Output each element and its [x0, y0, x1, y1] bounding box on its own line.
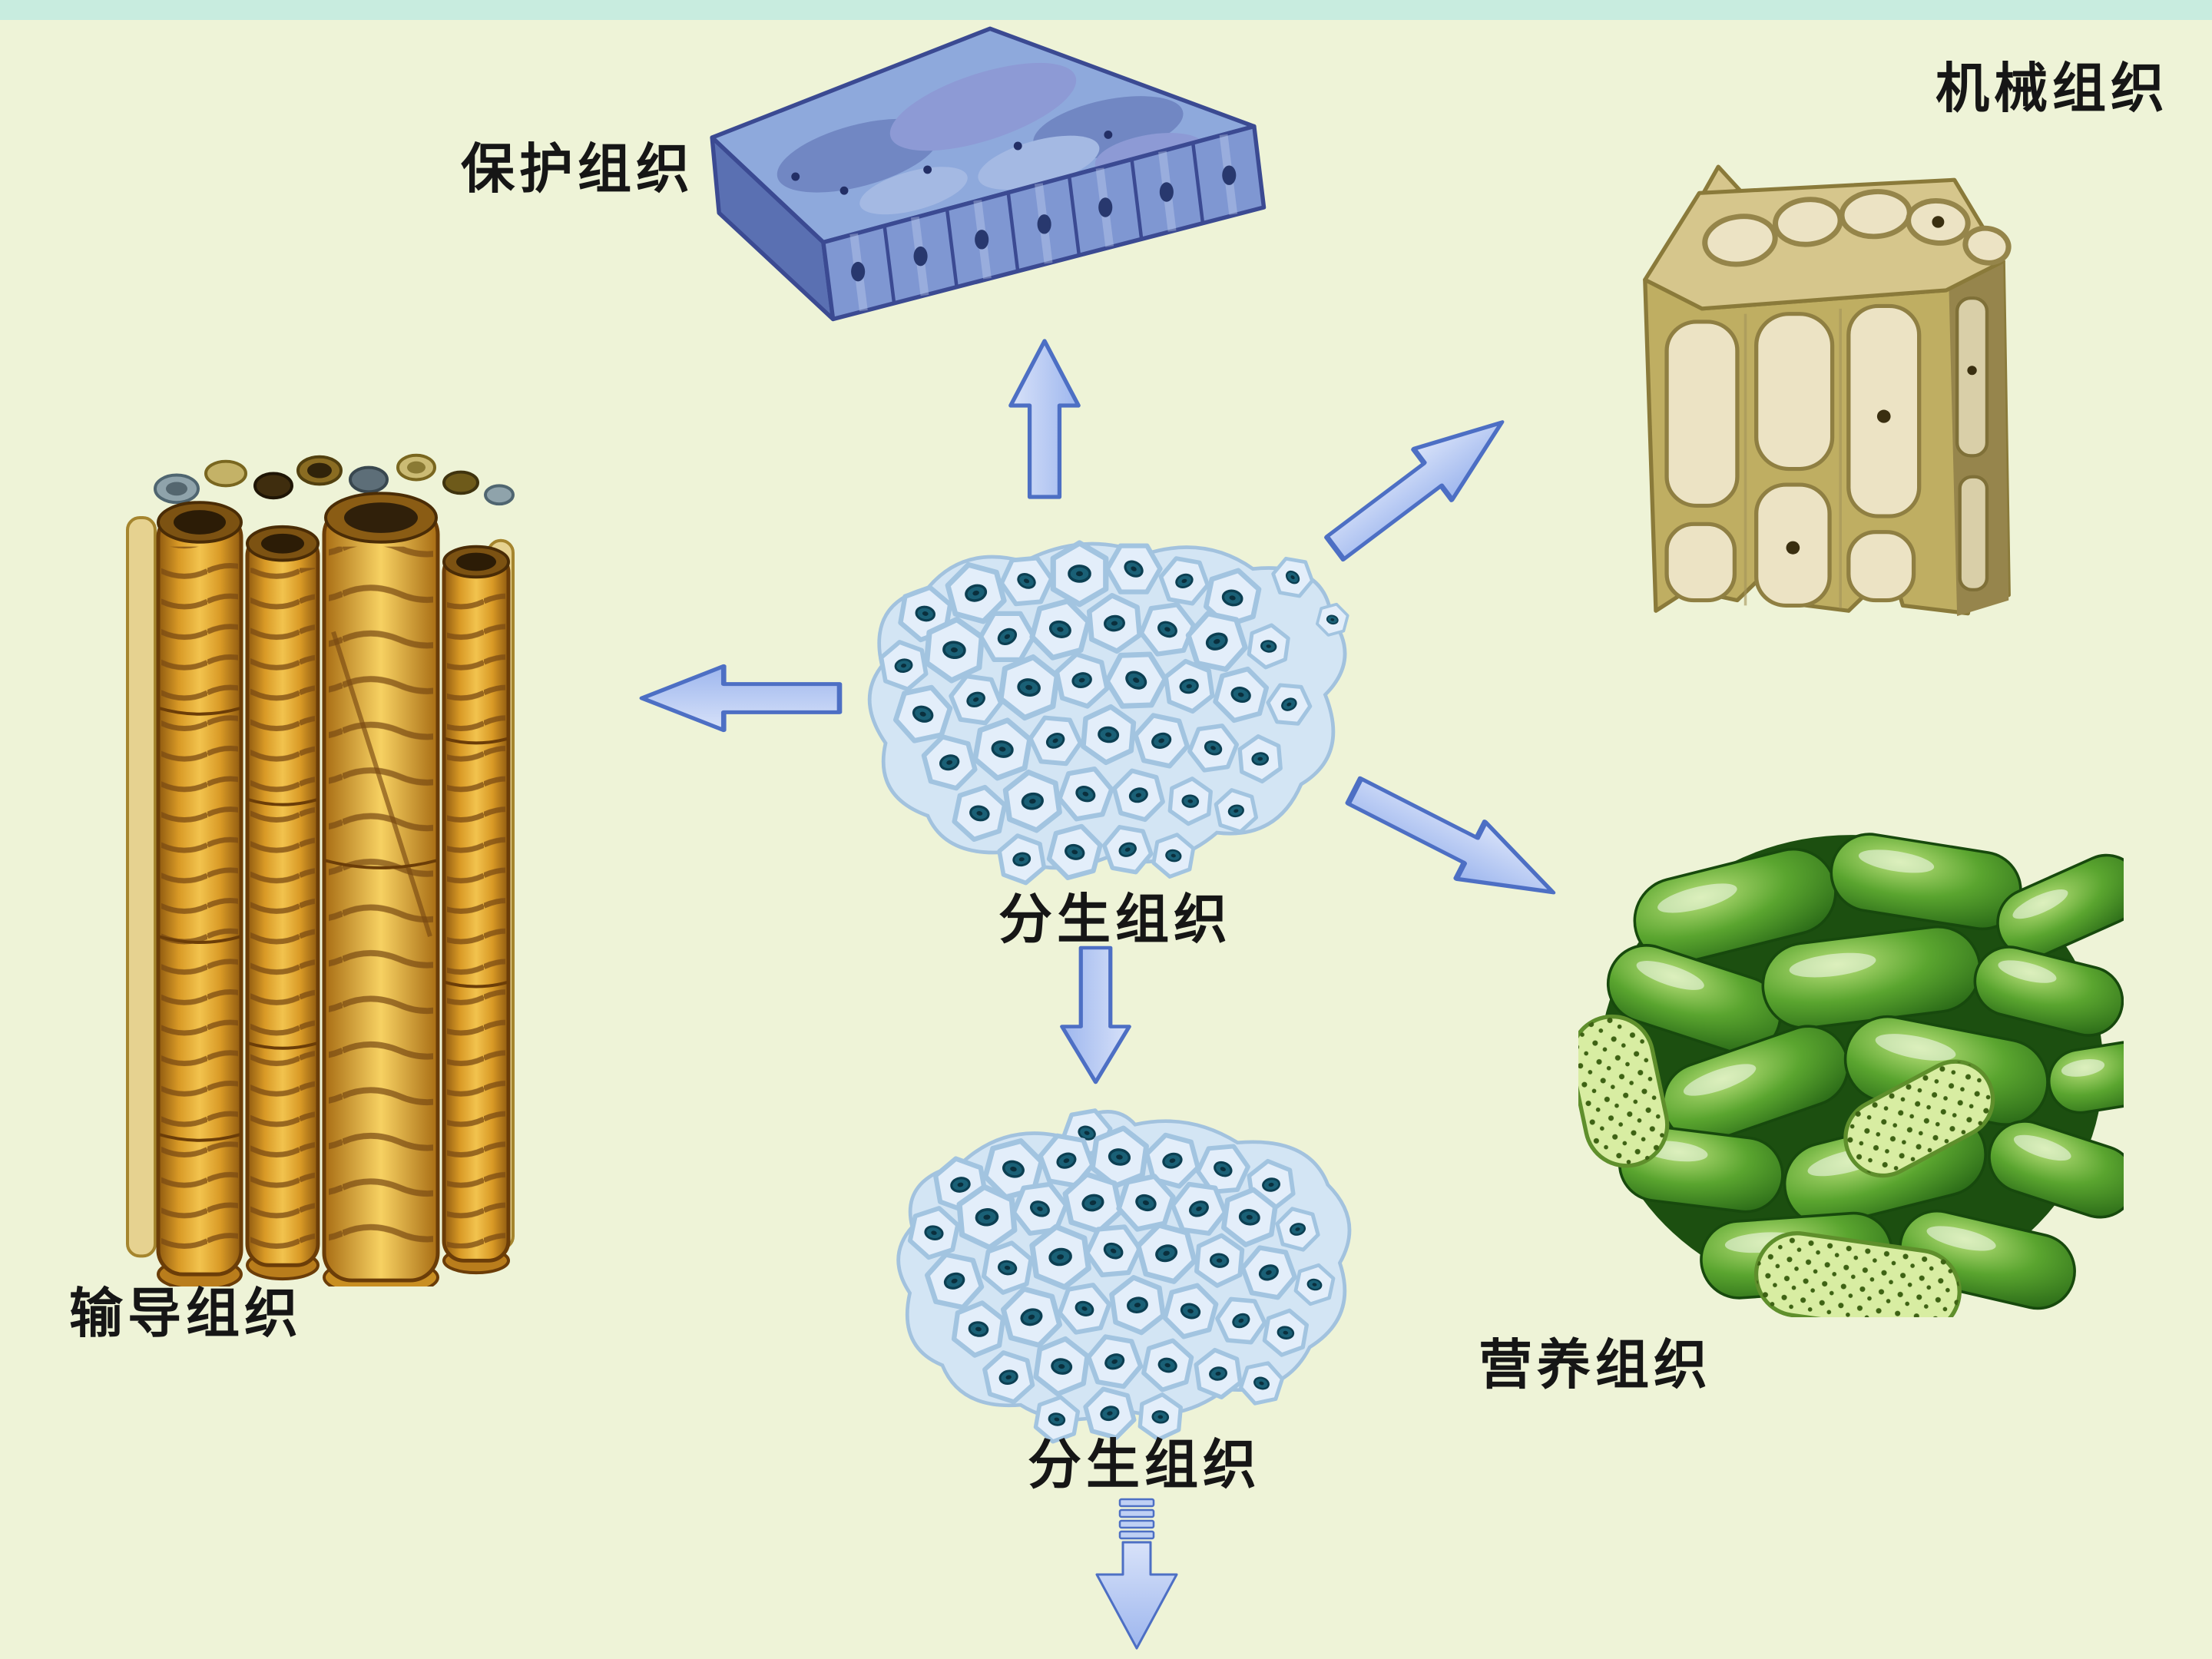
meristem-bottom-label: 分生组织 [1028, 1433, 1261, 1496]
conducting-tissue-label: 输导组织 [69, 1282, 303, 1345]
protective-tissue-label: 保护组织 [461, 137, 694, 200]
meristem-center-label: 分生组织 [998, 888, 1232, 951]
nutritive-tissue-label: 营养组织 [1479, 1333, 1712, 1396]
meristem-center-illustration [867, 511, 1352, 910]
arrow-down-icon [1055, 948, 1136, 1087]
arrow-lower-right-icon [1337, 757, 1578, 929]
protective-tissue-illustration [710, 26, 1267, 322]
meristem-bottom-illustration [896, 1094, 1352, 1455]
nutritive-tissue-illustration [1578, 833, 2124, 1317]
conducting-tissue-illustration [126, 453, 515, 1286]
top-band [0, 0, 2212, 20]
arrow-bottom-striped-icon [1095, 1498, 1178, 1650]
mechanical-tissue-label: 机械组织 [1936, 57, 2169, 120]
arrow-left-icon [635, 660, 839, 737]
mechanical-tissue-illustration [1643, 164, 2012, 617]
arrow-up-icon [1004, 336, 1085, 497]
arrow-upper-right-icon [1312, 388, 1531, 579]
